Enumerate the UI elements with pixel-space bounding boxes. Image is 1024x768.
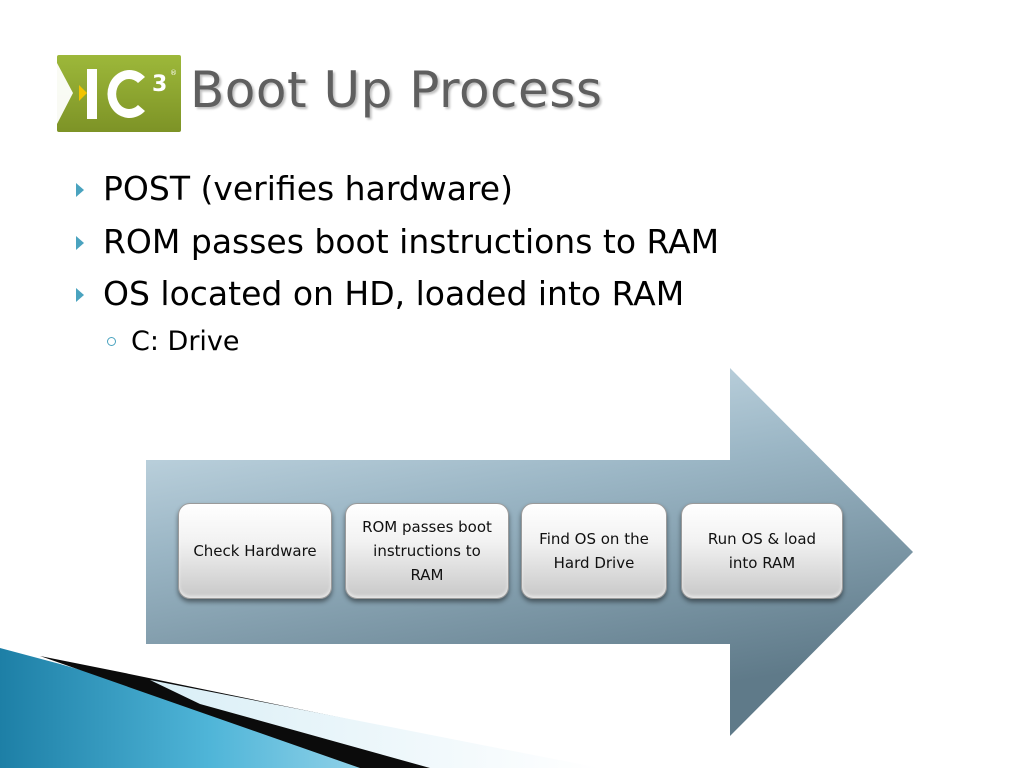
- ic3-logo: 3 ®: [57, 55, 181, 132]
- triangle-bullet-icon: [76, 183, 84, 197]
- step-label: Check Hardware: [193, 542, 317, 560]
- svg-text:®: ®: [170, 69, 177, 77]
- bullet-text: POST (verifies hardware): [103, 169, 513, 208]
- triangle-bullet-icon: [76, 236, 84, 250]
- triangle-bullet-icon: [76, 288, 84, 302]
- step-rom-passes-boot: ROM passes boot instructions to RAM: [345, 503, 509, 599]
- bullet-text: ROM passes boot instructions to RAM: [103, 222, 720, 261]
- step-check-hardware: Check Hardware: [178, 503, 332, 599]
- step-label: Run OS & load into RAM: [707, 530, 817, 572]
- circle-bullet-icon: [107, 337, 116, 346]
- svg-text:3: 3: [152, 72, 167, 97]
- bullet-text: OS located on HD, loaded into RAM: [103, 274, 685, 313]
- step-label: Find OS on the Hard Drive: [539, 530, 649, 572]
- bullet-item: ROM passes boot instructions to RAM: [76, 221, 720, 263]
- step-find-os: Find OS on the Hard Drive: [521, 503, 667, 599]
- bullet-item: POST (verifies hardware): [76, 168, 513, 210]
- slide-title: Boot Up Process: [190, 61, 603, 119]
- sub-bullet-item: C: Drive: [107, 325, 240, 359]
- step-run-os: Run OS & load into RAM: [681, 503, 843, 599]
- bullet-item: OS located on HD, loaded into RAM: [76, 273, 685, 315]
- step-label: ROM passes boot instructions to RAM: [362, 518, 492, 584]
- sub-bullet-text: C: Drive: [131, 326, 240, 357]
